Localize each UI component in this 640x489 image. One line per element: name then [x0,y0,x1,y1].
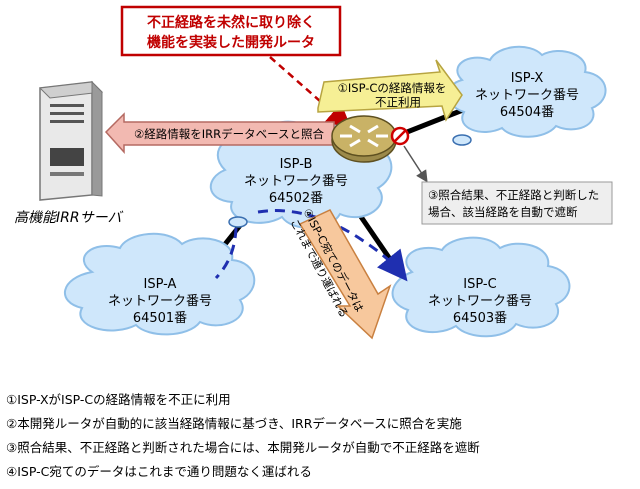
isp-a-num: 64501番 [133,311,187,326]
isp-b-sub: ネットワーク番号 [244,174,348,189]
isp-a-sub: ネットワーク番号 [108,294,212,309]
note-item-2: ②本開発ルータが自動的に該当経路情報に基づき、IRRデータベースに照合を実施 [6,416,462,431]
isp-b-name: ISP-B [280,157,313,172]
cloud-isp-c [391,236,571,338]
notes-list: ①ISP-XがISP-Cの経路情報を不正に利用 ②本開発ルータが自動的に該当経路… [6,388,634,484]
irr-server-icon [38,80,104,201]
data-path-arrow [214,209,400,278]
step1-label-line2: 不正利用 [375,95,421,109]
isp-c-num: 64503番 [453,311,507,326]
step2-label: ②経路情報をIRRデータベースと照合 [134,127,325,141]
block-icon [390,126,410,146]
link-b-x [401,105,469,137]
server-label: 高機能IRRサーバ [14,210,123,226]
note-item-1: ①ISP-XがISP-Cの経路情報を不正に利用 [6,392,231,407]
isp-x-sub: ネットワーク番号 [475,88,579,103]
isp-c-sub: ネットワーク番号 [428,294,532,309]
step4-arrow [298,209,392,340]
network-diagram: 高機能IRRサーバ 不正経路を未然に取り除く 機能を実装した開発ルータ ①ISP… [14,5,613,340]
router-callout-box [120,5,342,57]
note-item-4: ④ISP-C宛てのデータはこれまで通り問題なく運ばれる [6,464,312,479]
step1-label-line1: ①ISP-Cの経路情報を [338,81,447,95]
step3-box [421,181,613,225]
isp-x-num: 64504番 [500,105,554,120]
router-callout-line1: 不正経路を未然に取り除く [147,14,315,31]
port-oval-a [228,216,248,228]
step3-label-line1: ③照合結果、不正経路と判断した [428,188,599,202]
cloud-isp-a [64,232,256,336]
isp-c-name: ISP-C [463,277,496,292]
note-item-3: ③照合結果、不正経路と判断された場合には、本開発ルータが自動で不正経路を遮断 [6,440,480,455]
router-callout-line2: 機能を実装した開発ルータ [147,34,315,51]
step3-label-line2: 場合、該当経路を自動で遮断 [428,205,578,219]
isp-x-name: ISP-X [511,71,544,86]
step1-arrow [317,59,463,122]
isp-a-name: ISP-A [144,277,177,292]
callout-pointer-arrow [269,56,352,129]
router-icon [331,115,397,163]
isp-b-num: 64502番 [269,191,323,206]
step3-pointer-line [403,145,428,183]
port-oval-x [452,134,472,146]
cloud-isp-x [447,45,607,138]
